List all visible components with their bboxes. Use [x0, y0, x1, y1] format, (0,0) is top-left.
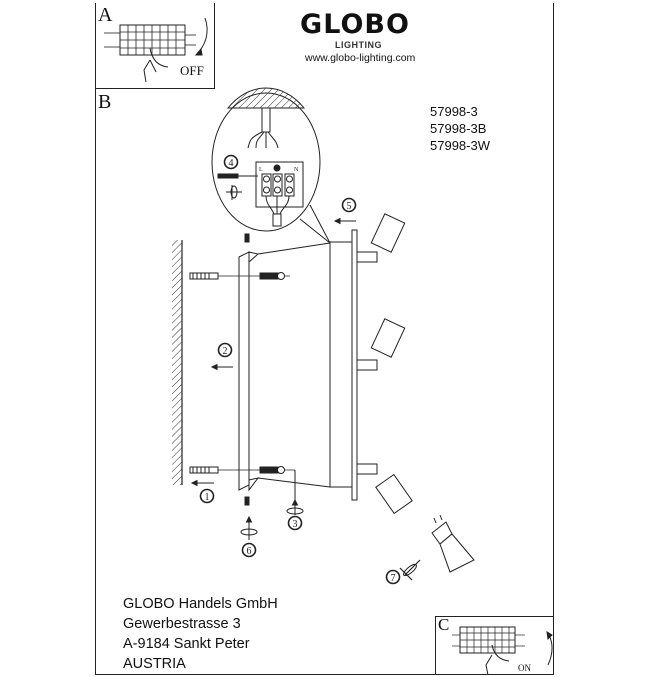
breaker-off-icon	[104, 17, 208, 83]
model-number: 57998-3	[430, 104, 478, 119]
svg-text:5: 5	[347, 201, 352, 212]
svg-text:4: 4	[229, 158, 234, 169]
address-line: AUSTRIA	[123, 656, 186, 672]
section-a-box	[95, 3, 215, 89]
model-number: 57998-3W	[430, 138, 490, 153]
step-1-marker: 1	[199, 488, 215, 504]
address-line: A-9184 Sankt Peter	[123, 636, 250, 652]
spotlight-fixture	[329, 213, 413, 515]
svg-text:2: 2	[223, 346, 228, 357]
wall-plugs-and-screws	[189, 233, 296, 506]
step-5-marker: 5	[341, 197, 357, 213]
wiring-detail: L N	[211, 87, 331, 244]
step-7-marker: 7	[385, 569, 401, 585]
breaker-on-icon	[452, 626, 553, 676]
website-url: www.globo-lighting.com	[305, 52, 416, 64]
section-c-label: C	[438, 615, 450, 634]
company-address: GLOBO Handels GmbH Gewerbestrasse 3 A-91…	[123, 594, 278, 674]
screwdriver-icon	[217, 173, 239, 179]
step-6-marker: 6	[241, 542, 257, 558]
step-2-marker: 2	[217, 342, 233, 358]
model-numbers: 57998-3 57998-3B 57998-3W	[430, 103, 490, 154]
spot-head	[356, 463, 413, 515]
svg-text:6: 6	[247, 546, 252, 557]
page-frame	[95, 3, 554, 675]
wall	[172, 240, 183, 485]
svg-text:1: 1	[205, 492, 210, 503]
direction-arrows	[190, 217, 356, 540]
section-b-label: B	[98, 91, 112, 113]
svg-text:3: 3	[293, 519, 298, 530]
address-line: GLOBO Handels GmbH	[123, 596, 278, 612]
terminal-live-label: L	[259, 167, 263, 173]
step-3-marker: 3	[287, 515, 303, 531]
section-a-label: A	[98, 4, 113, 26]
earth-symbol-icon	[273, 164, 281, 172]
model-number: 57998-3B	[430, 121, 487, 136]
svg-text:7: 7	[391, 573, 396, 584]
section-c-box	[435, 616, 554, 675]
step-markers: 1 2 3 4 5 6 7	[199, 154, 401, 585]
switch-off-label: OFF	[180, 63, 204, 78]
switch-on-label: ON	[518, 663, 531, 673]
spot-head	[356, 318, 406, 371]
mounting-bracket	[238, 242, 331, 492]
gu10-bulb-icon	[399, 514, 475, 581]
spot-head	[356, 213, 406, 263]
address-line: Gewerbestrasse 3	[123, 616, 241, 632]
logo-subtitle: LIGHTING	[335, 40, 382, 50]
step-4-marker: 4	[223, 154, 239, 170]
globo-logo: GLOBO	[300, 9, 410, 40]
terminal-neutral-label: N	[294, 167, 299, 173]
